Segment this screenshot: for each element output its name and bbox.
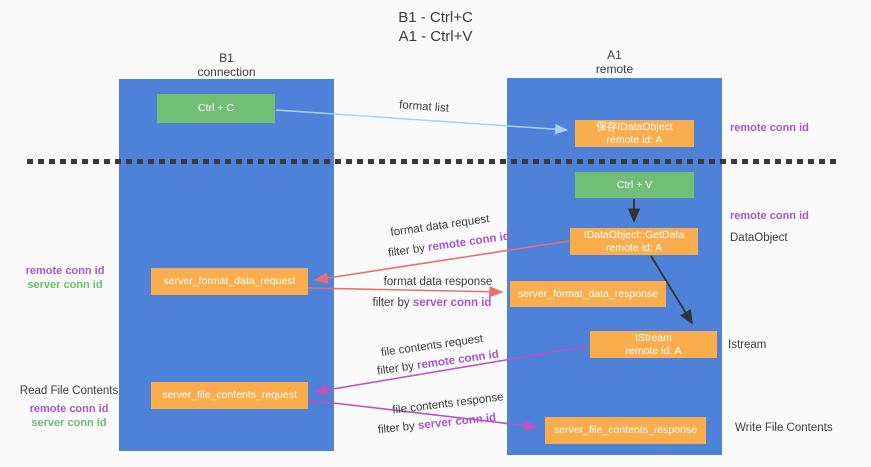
arrow-format-data-response xyxy=(307,286,504,298)
diagram-title-line2: A1 - Ctrl+V xyxy=(398,28,473,45)
node-istream-line1: IStream xyxy=(635,332,672,344)
label-format-data-response-filter: filter by server conn id xyxy=(373,297,492,309)
annotation-left-group-1: remote conn id server conn id xyxy=(15,264,115,292)
node-ctrl-c-label: Ctrl + C xyxy=(198,102,234,115)
node-getdata-line2: remote id: A xyxy=(605,241,663,254)
label-filter-by-3: filter by xyxy=(376,359,418,378)
node-format-response-label: server_format_data_response xyxy=(517,287,659,300)
label-filter-server-conn-id-2: server conn id xyxy=(417,411,497,432)
lane-header-a1: A1 remote xyxy=(507,48,722,76)
label-filter-remote-conn-id-1: remote conn id xyxy=(427,230,511,254)
annotation-remote-conn-id-mid: remote conn id xyxy=(730,210,809,222)
annotation-istream: Istream xyxy=(728,339,767,351)
lane-header-b1: B1 connection xyxy=(119,51,334,79)
lane-b1-subtitle: connection xyxy=(197,65,256,79)
node-idataobject-getdata: IDataObject::GetData remote id: A xyxy=(570,228,698,255)
annotation-left-group-2: Read File Contents remote conn id server… xyxy=(15,384,123,430)
annotation-remote-conn-id-top: remote conn id xyxy=(730,122,809,134)
label-filter-by-4: filter by xyxy=(377,420,419,437)
label-format-list: format list xyxy=(398,99,450,115)
label-format-data-response: format data response xyxy=(383,276,493,288)
lane-b1-title: B1 xyxy=(219,51,234,65)
node-ctrl-v: Ctrl + V xyxy=(575,172,694,198)
node-save-idataobject-line1: 保存IDataObject xyxy=(596,121,673,133)
annotation-server-conn-id-left1: server conn id xyxy=(27,279,103,291)
node-server-format-data-response: server_format_data_response xyxy=(510,281,666,307)
node-ctrl-c: Ctrl + C xyxy=(157,94,275,123)
annotation-remote-conn-id-left1: remote conn id xyxy=(25,265,105,277)
annotation-dataobject: DataObject xyxy=(730,232,788,244)
lane-a1-subtitle: remote xyxy=(595,62,634,76)
node-save-idataobject-line2: remote id: A xyxy=(606,133,663,146)
node-istream-line2: remote id: A xyxy=(625,344,682,357)
annotation-read-file-contents: Read File Contents xyxy=(19,385,119,397)
annotation-write-file-contents: Write File Contents xyxy=(735,422,833,434)
dashed-separator xyxy=(27,159,838,164)
node-istream: IStream remote id: A xyxy=(590,331,717,358)
node-getdata-line1: IDataObject::GetData xyxy=(583,229,685,241)
lane-a1-title: A1 xyxy=(607,48,622,62)
annotation-server-conn-id-left2: server conn id xyxy=(31,417,107,429)
node-format-request-label: server_format_data_request xyxy=(163,275,296,288)
diagram-title: B1 - Ctrl+C A1 - Ctrl+V xyxy=(0,8,871,46)
diagram-title-line1: B1 - Ctrl+C xyxy=(398,9,473,26)
label-filter-server-conn-id-1: server conn id xyxy=(412,297,492,309)
node-save-idataobject: 保存IDataObject remote id: A xyxy=(575,120,694,147)
node-server-file-contents-request: server_file_contents_request xyxy=(151,382,308,409)
label-filter-by-1: filter by xyxy=(387,241,429,260)
node-file-response-label: server_file_contents_response xyxy=(553,424,697,437)
annotation-remote-conn-id-left2: remote conn id xyxy=(29,403,109,415)
node-server-file-contents-response: server_file_contents_response xyxy=(545,417,706,444)
label-filter-by-2: filter by xyxy=(372,297,413,309)
node-server-format-data-request: server_format_data_request xyxy=(151,268,308,295)
node-ctrl-v-label: Ctrl + V xyxy=(616,178,653,191)
node-file-request-label: server_file_contents_request xyxy=(162,389,297,402)
